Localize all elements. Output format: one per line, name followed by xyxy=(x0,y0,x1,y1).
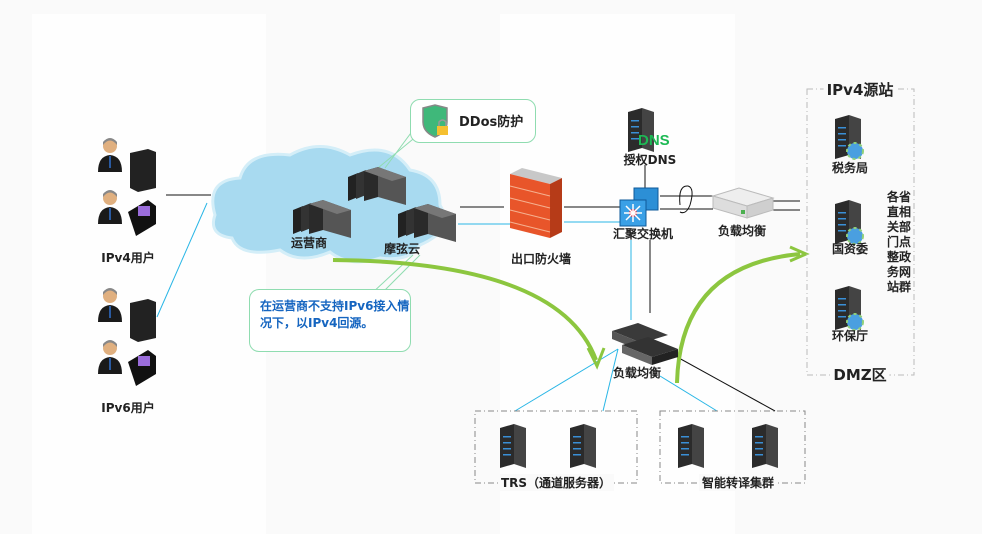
switch-label: 汇聚交换机 xyxy=(612,227,674,241)
site-label-sasac: 国资委 xyxy=(831,242,869,256)
ipv4-users-label: IPv4用户 xyxy=(101,251,155,265)
dmz-zone-label: DMZ区 xyxy=(830,364,890,385)
trs-server-2-icon xyxy=(570,424,596,468)
site-server-2-icon xyxy=(835,200,863,244)
load-balancer-bottom-icon xyxy=(612,323,678,365)
site-server-3-icon xyxy=(835,286,863,330)
lb-top-label: 负载均衡 xyxy=(717,224,767,238)
ipv4-origin-title: IPv4源站 xyxy=(823,79,897,100)
site-server-1-icon xyxy=(835,115,863,159)
desc-row: 站群 xyxy=(887,280,912,294)
ipv6-user-laptop-icon xyxy=(98,340,156,386)
translation-group-label: 智能转译集群 xyxy=(698,474,778,491)
moxuan-cloud-label: 摩弦云 xyxy=(383,242,421,256)
trs-group-box xyxy=(474,410,638,484)
carrier-label: 运营商 xyxy=(290,236,328,250)
load-balancer-top-icon xyxy=(711,187,775,219)
site-label-tax-bureau: 税务局 xyxy=(831,161,869,175)
provincial-sites-description: 各省 直相 关部 门点 整政 务网 站群 xyxy=(887,190,917,295)
ipv4-user-desktop-icon xyxy=(98,138,156,192)
dns-badge: DNS xyxy=(638,132,670,149)
desc-row: 关部 xyxy=(887,220,912,234)
trs-server-1-icon xyxy=(500,424,526,468)
firewall-icon xyxy=(509,168,562,238)
ipv6-users-label: IPv6用户 xyxy=(101,401,155,415)
firewall-label: 出口防火墙 xyxy=(510,252,572,266)
fallback-flow-arrow-up xyxy=(675,245,810,384)
desc-row: 务网 xyxy=(887,265,912,279)
translation-server-2-icon xyxy=(752,424,778,468)
ipv6-user-desktop-icon xyxy=(98,288,156,342)
background-panel-left xyxy=(32,14,266,534)
site-label-environment-dept: 环保厅 xyxy=(831,329,869,343)
fallback-note-text: 在运营商不支持IPv6接入情况下，以IPv4回源。 xyxy=(260,299,410,330)
aggregation-switch-icon xyxy=(619,187,659,227)
desc-row: 直相 xyxy=(887,205,912,219)
ipv4-user-laptop-icon xyxy=(98,190,156,236)
ddos-label: DDos防护 xyxy=(459,115,524,130)
desc-row: 门点 xyxy=(887,235,912,249)
trs-group-label: TRS（通道服务器） xyxy=(497,474,615,491)
shield-lock-icon xyxy=(422,104,448,138)
dns-server-icon: DNS xyxy=(628,108,670,152)
desc-row: 整政 xyxy=(887,250,912,264)
lb-bottom-label: 负载均衡 xyxy=(612,366,662,380)
ddos-callout: DDos防护 xyxy=(410,99,536,143)
fallback-flow-arrow-down xyxy=(332,258,606,370)
dns-label: 授权DNS xyxy=(623,153,677,167)
translation-server-1-icon xyxy=(678,424,704,468)
desc-row: 各省 xyxy=(887,190,912,204)
fallback-note-callout: 在运营商不支持IPv6接入情况下，以IPv4回源。 xyxy=(249,289,411,352)
